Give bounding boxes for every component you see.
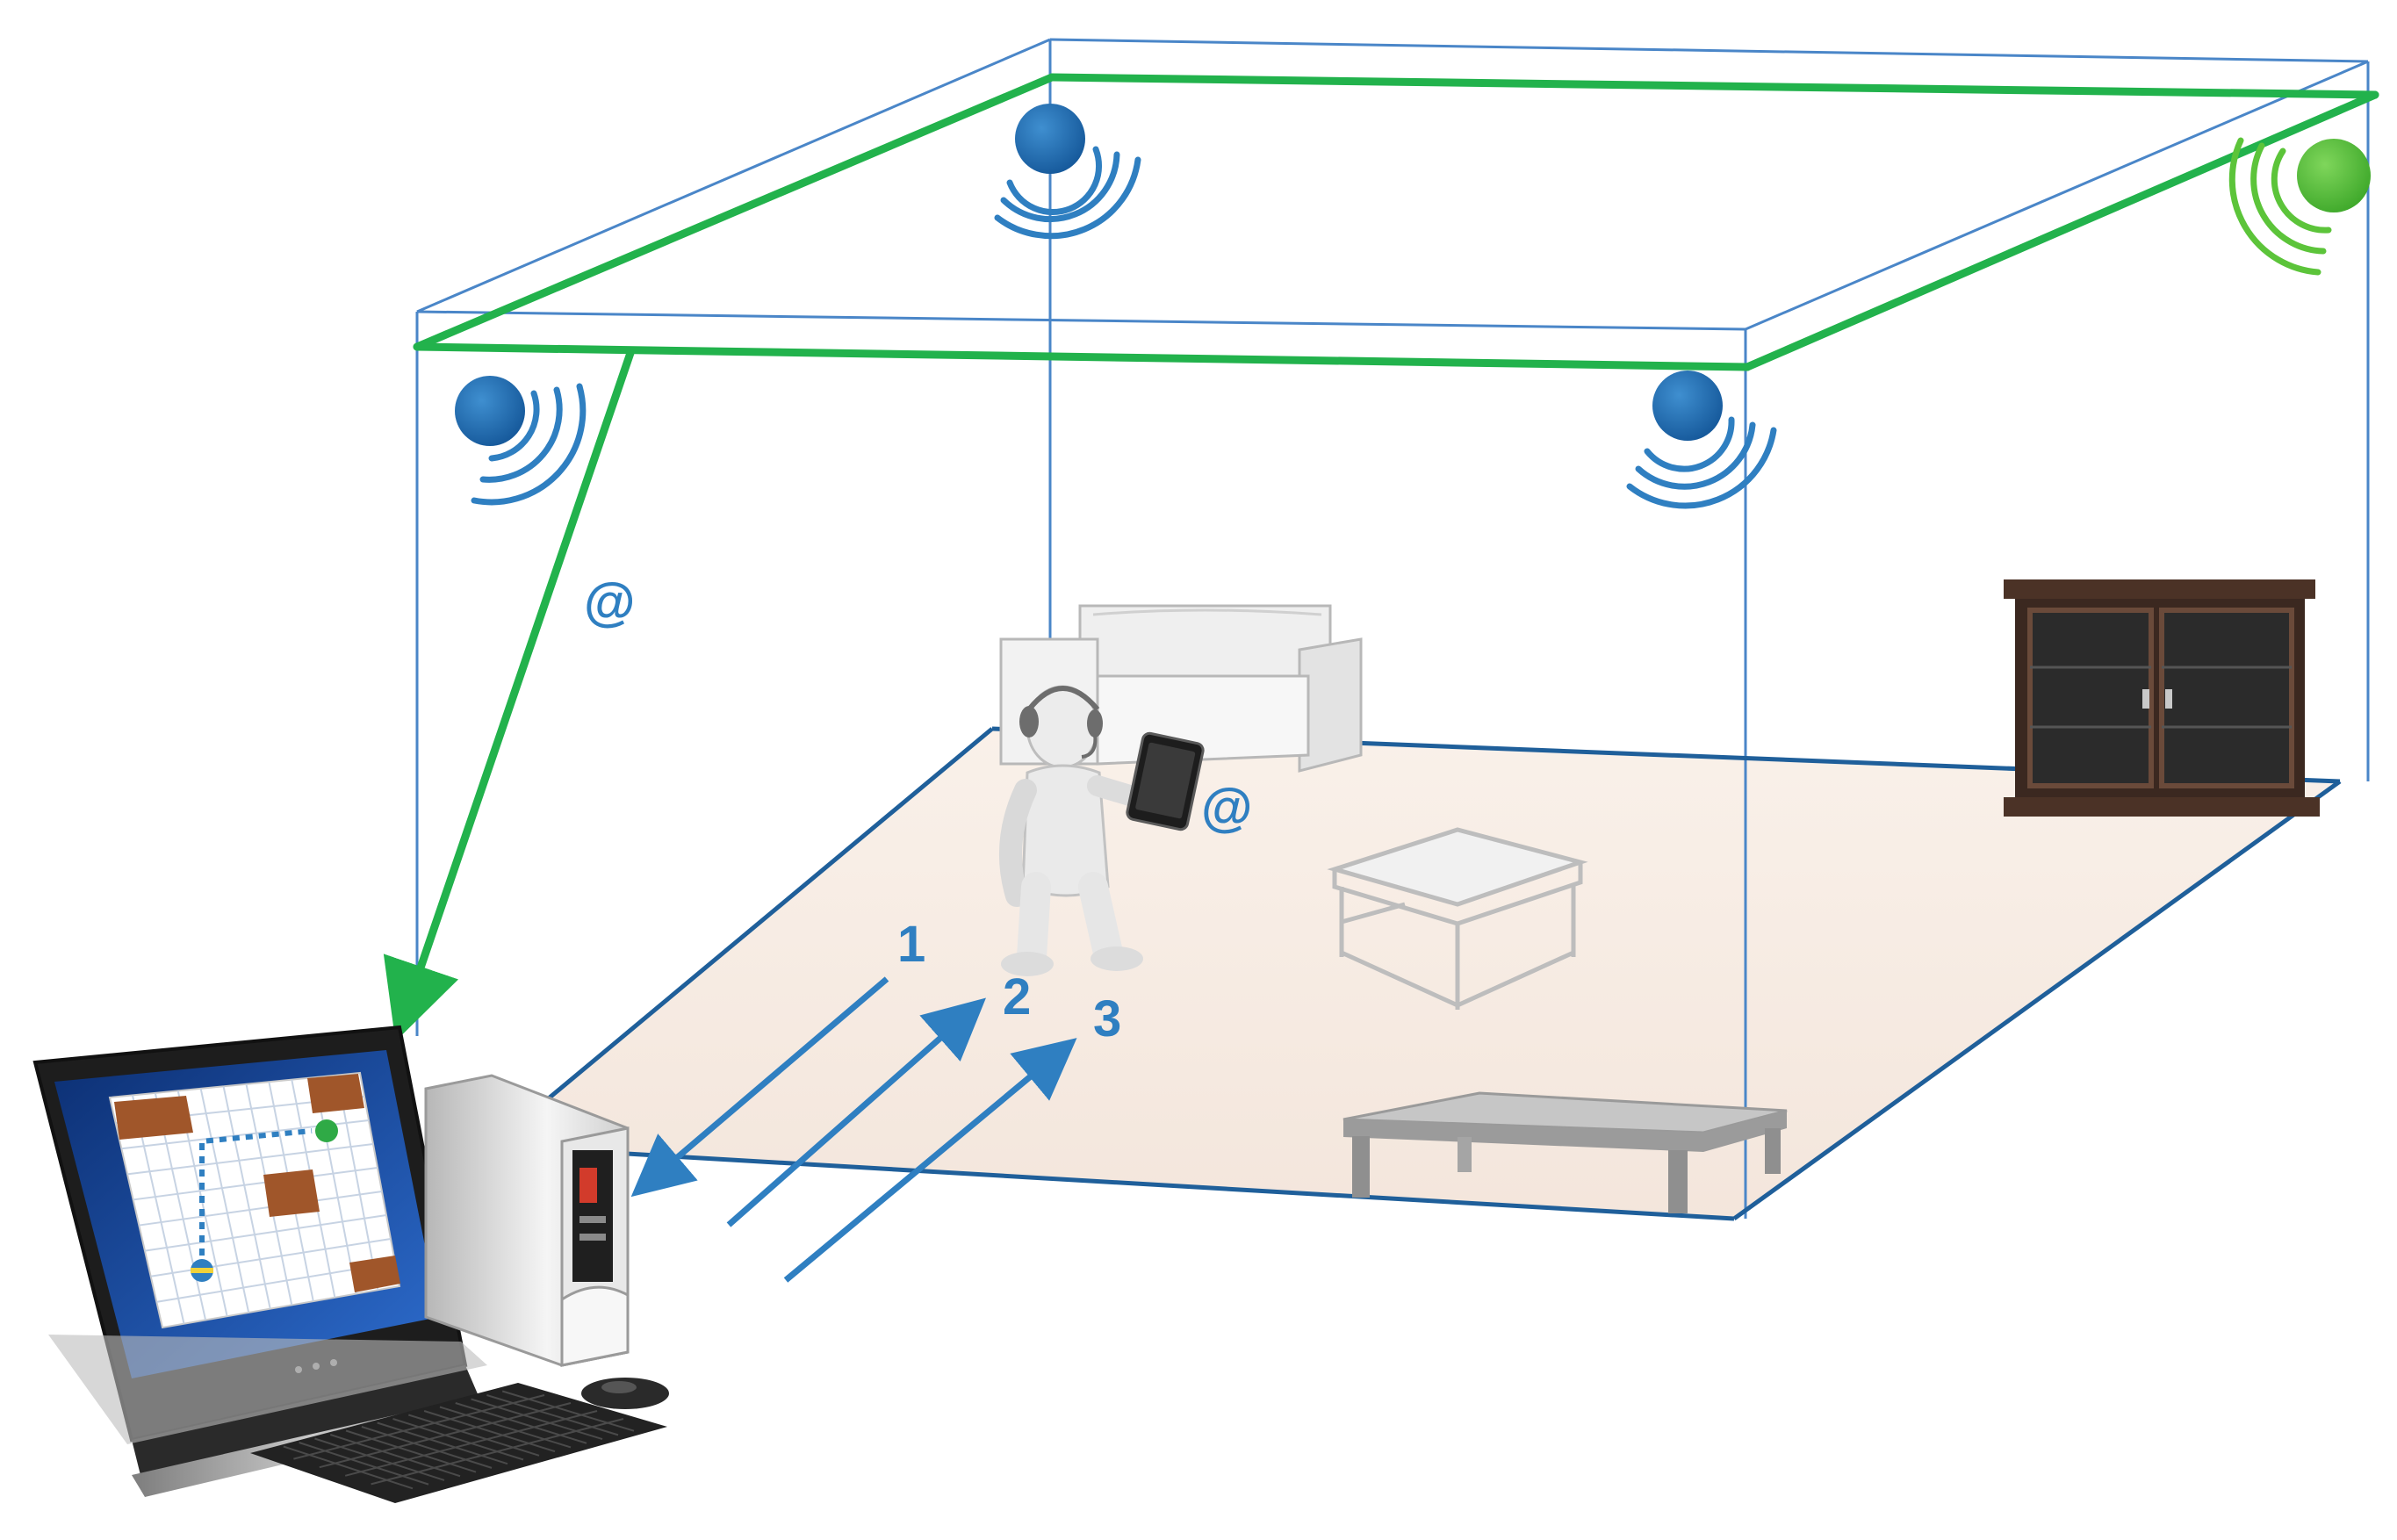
coffee-table xyxy=(1342,1091,1788,1213)
computer-tower xyxy=(424,1074,630,1367)
sensor-main-green xyxy=(2228,137,2371,276)
keyboard-key-line xyxy=(344,1410,598,1477)
floor-map-screen xyxy=(108,1071,401,1329)
keyboard-key-line xyxy=(439,1406,572,1449)
keyboard-key-line xyxy=(293,1394,545,1460)
step-label-3: 3 xyxy=(1093,990,1121,1047)
wifi-sensor-icon xyxy=(2228,137,2332,276)
keyboard-key-line xyxy=(392,1418,524,1461)
cabinet xyxy=(2004,579,2320,817)
keyboard-key-line xyxy=(408,1414,540,1457)
keyboard-key-line xyxy=(319,1402,572,1469)
arrow-2 xyxy=(726,997,986,1227)
keyboard-key-line xyxy=(314,1437,445,1481)
wifi-sensor-icon xyxy=(1626,416,1777,509)
keyboard-key-line xyxy=(371,1418,624,1486)
room-wireframe xyxy=(415,38,2370,1219)
map-grid-line xyxy=(139,1191,383,1227)
map-grid-line xyxy=(133,1167,378,1201)
wifi-sensor-icon xyxy=(994,146,1141,240)
arrow-1 xyxy=(630,976,889,1198)
side-table xyxy=(1327,827,1588,1010)
arrow-3 xyxy=(783,1038,1077,1283)
step-label-1: 1 xyxy=(897,916,925,973)
at-label-phone: @ xyxy=(1201,778,1253,837)
flow-arrows xyxy=(630,976,1077,1283)
map-grid-line xyxy=(222,1086,271,1309)
sensor-top-left xyxy=(455,376,587,506)
keyboard-key-line xyxy=(486,1394,619,1436)
keyboard-key-line xyxy=(455,1402,587,1444)
network-links xyxy=(383,73,2379,1042)
map-grid-line xyxy=(126,1143,374,1176)
keyboard-keys xyxy=(283,1390,635,1490)
sensor-top-back xyxy=(994,104,1141,240)
map-grid-line xyxy=(144,1214,387,1252)
keyboard-key-line xyxy=(501,1390,635,1432)
keyboard-key-line xyxy=(361,1426,493,1469)
desktop-computer-icon xyxy=(32,1025,492,1497)
keyboard-key-line xyxy=(471,1398,603,1441)
mouse xyxy=(581,1378,669,1409)
keyboard xyxy=(250,1383,667,1503)
map-grid-line xyxy=(199,1088,250,1313)
keyboard-key-line xyxy=(345,1429,477,1473)
map-grid-line xyxy=(336,1075,379,1291)
keyboard-key-line xyxy=(329,1434,461,1478)
person-figure xyxy=(998,685,1152,976)
sensor-top-front xyxy=(1626,371,1777,509)
at-label-link: @ xyxy=(584,572,636,631)
keyboard-key-line xyxy=(299,1442,429,1486)
keyboard-key-line xyxy=(377,1421,508,1465)
wifi-sensor-icon xyxy=(471,383,587,506)
smartphone-icon xyxy=(1126,731,1205,831)
room-floor xyxy=(492,729,2340,1219)
step-label-2: 2 xyxy=(1003,968,1031,1025)
keyboard-key-line xyxy=(283,1445,414,1490)
map-grid-line xyxy=(313,1076,357,1294)
keyboard-key-line xyxy=(423,1410,556,1453)
